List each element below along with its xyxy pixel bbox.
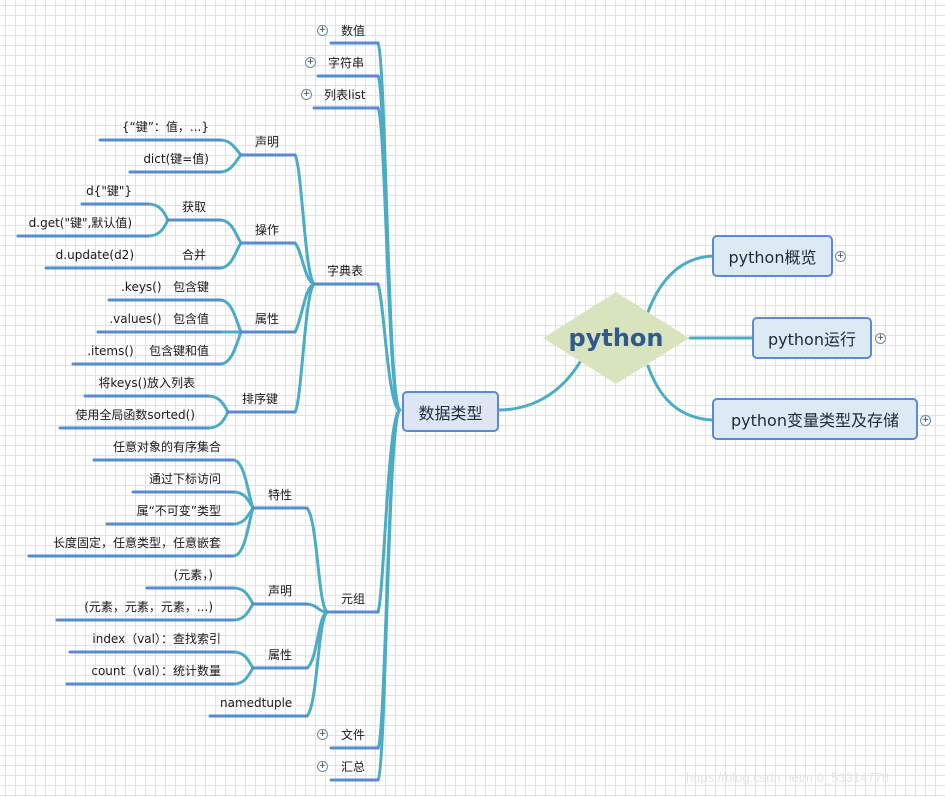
leaf[interactable]: .keys() 包含键 <box>121 280 209 294</box>
leaf[interactable]: count（val）：统计数量 <box>91 664 221 678</box>
topic-label: python运行 <box>768 330 856 349</box>
node-summary[interactable]: 汇总 <box>341 760 366 774</box>
leaf[interactable]: 将keys()放入列表 <box>98 376 195 390</box>
node-tuple-attrs[interactable]: 属性 <box>268 648 293 662</box>
connector-summary <box>376 408 402 782</box>
node-strings[interactable]: 字符串 <box>328 56 365 70</box>
expand-icon[interactable]: + <box>317 729 328 740</box>
expand-icon[interactable]: + <box>317 761 328 772</box>
node-dict-ops[interactable]: 操作 <box>255 223 280 237</box>
topic-label: 数据类型 <box>418 403 483 423</box>
node-dict-merge[interactable]: 合并 <box>182 248 207 262</box>
topic-python-overview[interactable]: python概览 <box>712 235 833 277</box>
expand-icon[interactable]: + <box>920 415 931 426</box>
topic-data-types[interactable]: 数据类型 <box>402 391 499 432</box>
expand-icon[interactable]: + <box>317 25 328 36</box>
leaf[interactable]: (元素，) <box>173 568 213 582</box>
connector-dict <box>376 282 402 412</box>
connector-center-overview <box>646 254 714 314</box>
expand-icon[interactable]: + <box>301 89 312 100</box>
node-dict-attrs[interactable]: 属性 <box>255 312 280 326</box>
leaf[interactable]: 通过下标访问 <box>148 472 221 486</box>
expand-icon[interactable]: + <box>875 333 886 344</box>
topic-label: python概览 <box>728 248 817 267</box>
leaf[interactable]: d.get("键",默认值) <box>28 216 132 230</box>
node-dict-declare[interactable]: 声明 <box>255 135 280 149</box>
topic-python-vars[interactable]: python变量类型及存储 <box>712 398 918 440</box>
node-dict-get[interactable]: 获取 <box>182 200 207 214</box>
node-tuple-traits[interactable]: 特性 <box>268 488 293 502</box>
leaf[interactable]: .values() 包含值 <box>109 312 209 326</box>
central-topic[interactable]: python <box>543 292 689 384</box>
leaf[interactable]: {“键”：值，...} <box>121 120 209 134</box>
connector-center-vars <box>646 364 714 422</box>
leaf[interactable]: d{"键"} <box>86 184 132 198</box>
connector-list <box>376 106 402 412</box>
node-dict[interactable]: 字典表 <box>327 264 364 278</box>
leaf[interactable]: 长度固定，任意类型，任意嵌套 <box>52 536 221 550</box>
node-namedtuple[interactable]: namedtuple <box>220 696 293 710</box>
connector-tuple-traits <box>305 506 330 614</box>
connector-center-datatypes <box>496 360 582 412</box>
node-file[interactable]: 文件 <box>341 728 366 742</box>
connector-dict-sort <box>293 282 317 414</box>
node-list[interactable]: 列表list <box>324 88 366 102</box>
central-topic-label: python <box>568 324 664 352</box>
central-topic-diamond <box>543 292 689 384</box>
leaf[interactable]: (元素，元素，元素，...) <box>84 600 213 614</box>
leaf[interactable]: dict(键=值) <box>143 152 209 166</box>
leaf[interactable]: index（val）：查找索引 <box>92 632 221 646</box>
leaf[interactable]: 使用全局函数sorted() <box>75 408 195 422</box>
expand-icon[interactable]: + <box>305 57 316 68</box>
leaf[interactable]: d.update(d2) <box>55 248 134 262</box>
node-tuple[interactable]: 元组 <box>341 592 366 606</box>
node-dict-sort[interactable]: 排序键 <box>242 392 279 406</box>
leaf[interactable]: .items() 包含键和值 <box>87 344 209 358</box>
node-tuple-declare[interactable]: 声明 <box>268 584 293 598</box>
expand-icon[interactable]: + <box>835 251 846 262</box>
topic-python-run[interactable]: python运行 <box>752 317 872 359</box>
connector-dict-declare <box>293 153 317 286</box>
node-numbers[interactable]: 数值 <box>341 24 366 38</box>
watermark: https://blog.csdn.net/m0_53314778 <box>686 770 890 785</box>
leaf[interactable]: 任意对象的有序集合 <box>112 440 221 454</box>
topic-label: python变量类型及存储 <box>731 411 899 430</box>
leaf[interactable]: 属“不可变”类型 <box>136 504 221 518</box>
